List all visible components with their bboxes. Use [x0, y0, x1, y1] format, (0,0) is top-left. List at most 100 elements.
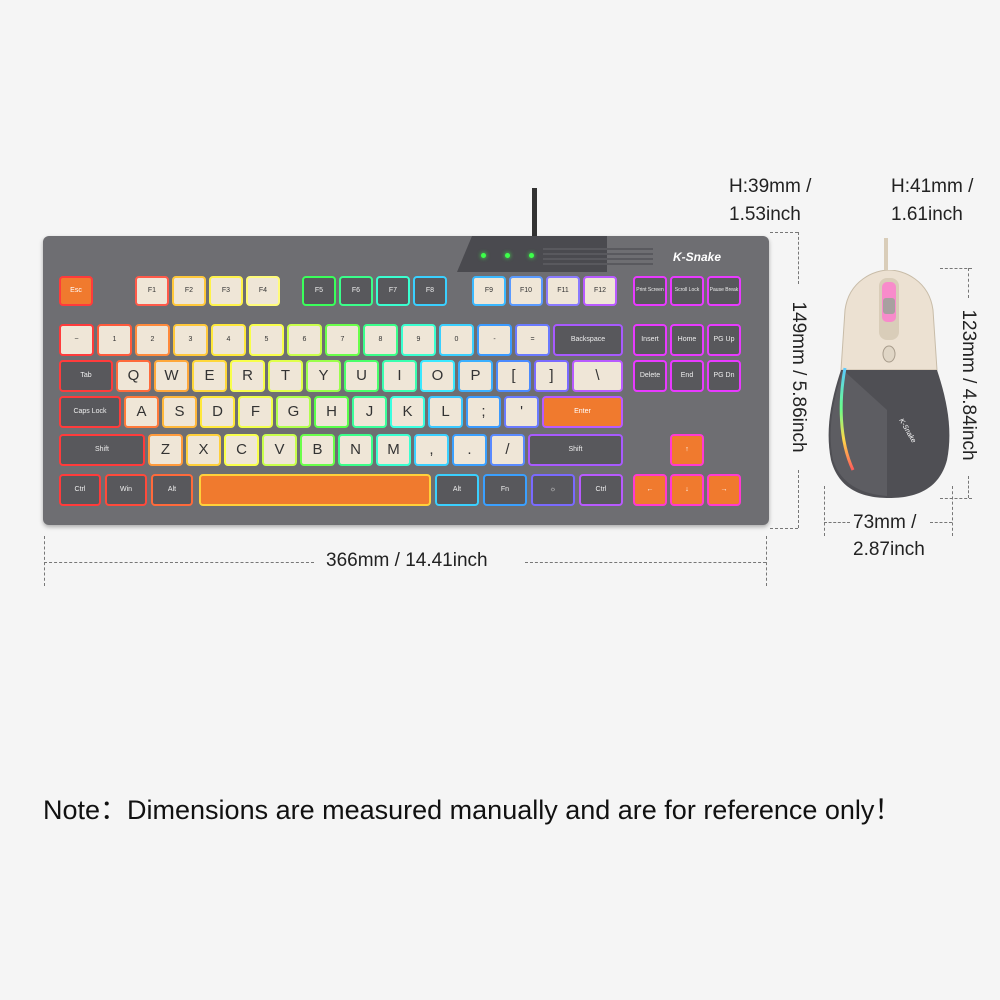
mouse-length-guide-top — [940, 268, 972, 269]
key-tilde: ~ — [59, 324, 94, 356]
key-f12: F12 — [583, 276, 617, 306]
key-left-alt: Alt — [151, 474, 193, 506]
key-f2: F2 — [172, 276, 206, 306]
mouse-length-label: 123mm / 4.84inch — [958, 309, 979, 461]
key-fn: Fn — [483, 474, 527, 506]
key-v: V — [262, 434, 297, 466]
key-t: T — [268, 360, 303, 392]
key-s: S — [162, 396, 197, 428]
key-caps-lock: Caps Lock — [59, 396, 121, 428]
key-right-alt: Alt — [435, 474, 479, 506]
key-x: X — [186, 434, 221, 466]
key-f9: F9 — [472, 276, 506, 306]
key-k: K — [390, 396, 425, 428]
key-arrow-up: ↑ — [670, 434, 704, 466]
vent-lines — [543, 248, 653, 266]
key-e: E — [192, 360, 227, 392]
keyboard-width-guide-left — [44, 536, 45, 586]
key-r: R — [230, 360, 265, 392]
key-f11: F11 — [546, 276, 580, 306]
led-indicator — [481, 253, 486, 258]
key-f1: F1 — [135, 276, 169, 306]
keyboard-depth-guide-line-bottom — [798, 470, 799, 528]
key-4: 4 — [211, 324, 246, 356]
key-arrow-right: → — [707, 474, 741, 506]
key-left-ctrl: Ctrl — [59, 474, 101, 506]
key-left-shift: Shift — [59, 434, 145, 466]
key-2: 2 — [135, 324, 170, 356]
key-esc: Esc — [59, 276, 93, 306]
keyboard-height-inch-label: 1.53inch — [729, 204, 801, 225]
led-indicator — [529, 253, 534, 258]
key-backslash: \ — [572, 360, 623, 392]
key-insert: Insert — [633, 324, 667, 356]
key-o: O — [420, 360, 455, 392]
key-slash: / — [490, 434, 525, 466]
key-f6: F6 — [339, 276, 373, 306]
key-equal: = — [515, 324, 550, 356]
key-enter: Enter — [542, 396, 623, 428]
key-f10: F10 — [509, 276, 543, 306]
key-h: H — [314, 396, 349, 428]
key-6: 6 — [287, 324, 322, 356]
key-f7: F7 — [376, 276, 410, 306]
mouse-image: K-Snake — [828, 270, 950, 498]
key-home: Home — [670, 324, 704, 356]
measurement-note: Note：Dimensions are measured manually an… — [43, 795, 902, 825]
mouse-width-guide-line-left — [824, 522, 850, 523]
key-comma: , — [414, 434, 449, 466]
key-f8: F8 — [413, 276, 447, 306]
key-q: Q — [116, 360, 151, 392]
mouse-length-guide-bottom — [940, 498, 972, 499]
key-y: Y — [306, 360, 341, 392]
key-right-ctrl: Ctrl — [579, 474, 623, 506]
key-l: L — [428, 396, 463, 428]
keyboard-depth-guide-top — [770, 232, 798, 233]
key-f3: F3 — [209, 276, 243, 306]
key-n: N — [338, 434, 373, 466]
keyboard-brand-logo: K-Snake — [673, 250, 722, 264]
key-page-up: PG Up — [707, 324, 741, 356]
mouse-width-guide-right — [952, 486, 953, 536]
key-w: W — [154, 360, 189, 392]
key-win: Win — [105, 474, 147, 506]
mouse-length-guide-line-top — [968, 268, 969, 298]
key-quote: ' — [504, 396, 539, 428]
key-7: 7 — [325, 324, 360, 356]
key-print-screen: Print Screen — [633, 276, 667, 306]
mouse-cable — [884, 238, 888, 278]
key-tab: Tab — [59, 360, 113, 392]
mouse-height-label: H:41mm / — [891, 176, 974, 197]
key-d: D — [200, 396, 235, 428]
key-0: 0 — [439, 324, 474, 356]
keyboard-cable — [532, 188, 537, 238]
key-backlight: ☼ — [531, 474, 575, 506]
key-period: . — [452, 434, 487, 466]
key-f5: F5 — [302, 276, 336, 306]
key-left-bracket: [ — [496, 360, 531, 392]
keyboard-width-guide-line-left — [44, 562, 314, 563]
key-semicolon: ; — [466, 396, 501, 428]
key-backspace: Backspace — [553, 324, 623, 356]
mouse-width-inch-label: 2.87inch — [853, 539, 925, 560]
keyboard-depth-label: 149mm / 5.86inch — [788, 301, 809, 453]
key-m: M — [376, 434, 411, 466]
key-end: End — [670, 360, 704, 392]
mouse-height-inch-label: 1.61inch — [891, 204, 963, 225]
keyboard-height-label: H:39mm / — [729, 176, 812, 197]
key-arrow-left: ← — [633, 474, 667, 506]
mouse-width-guide-left — [824, 486, 825, 536]
keyboard-image: K-Snake Esc F1 F2 F3 F4 F5 F6 F7 F8 F9 F… — [43, 236, 769, 525]
key-9: 9 — [401, 324, 436, 356]
keyboard-depth-guide-line-top — [798, 232, 799, 284]
key-u: U — [344, 360, 379, 392]
keyboard-depth-guide-bottom — [770, 528, 798, 529]
key-a: A — [124, 396, 159, 428]
key-g: G — [276, 396, 311, 428]
key-page-down: PG Dn — [707, 360, 741, 392]
key-pause-break: Pause Break — [707, 276, 741, 306]
key-minus: - — [477, 324, 512, 356]
mouse-width-label: 73mm / — [853, 512, 917, 533]
key-b: B — [300, 434, 335, 466]
key-f4: F4 — [246, 276, 280, 306]
